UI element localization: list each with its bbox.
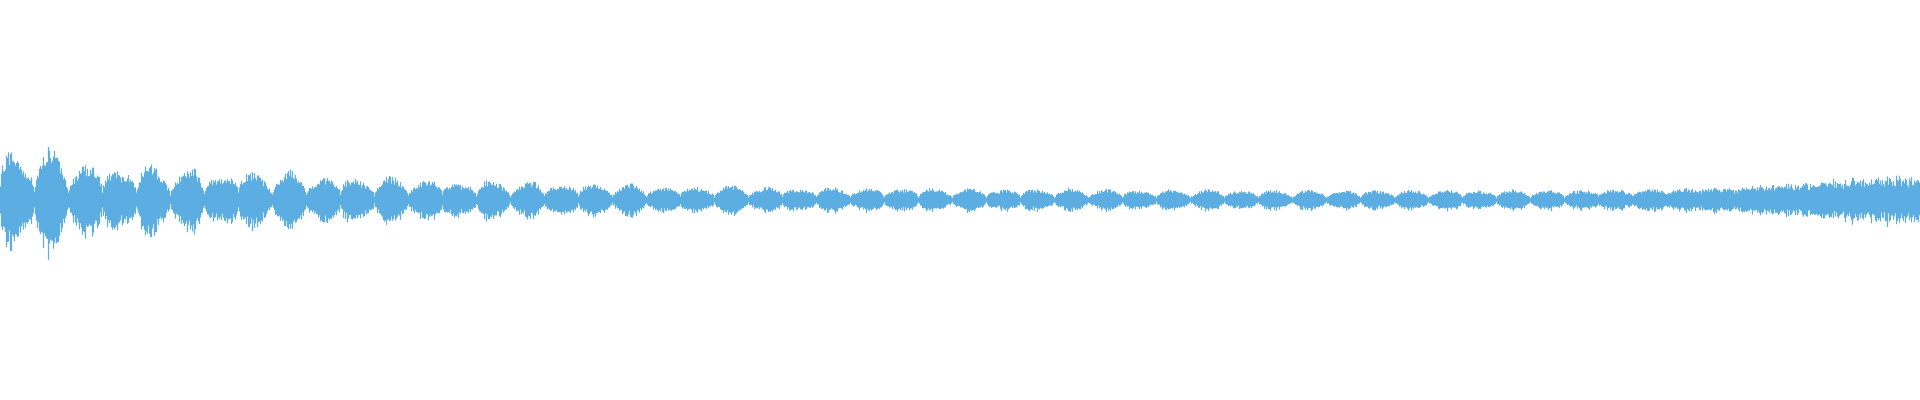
waveform-bars	[0, 146, 1920, 260]
